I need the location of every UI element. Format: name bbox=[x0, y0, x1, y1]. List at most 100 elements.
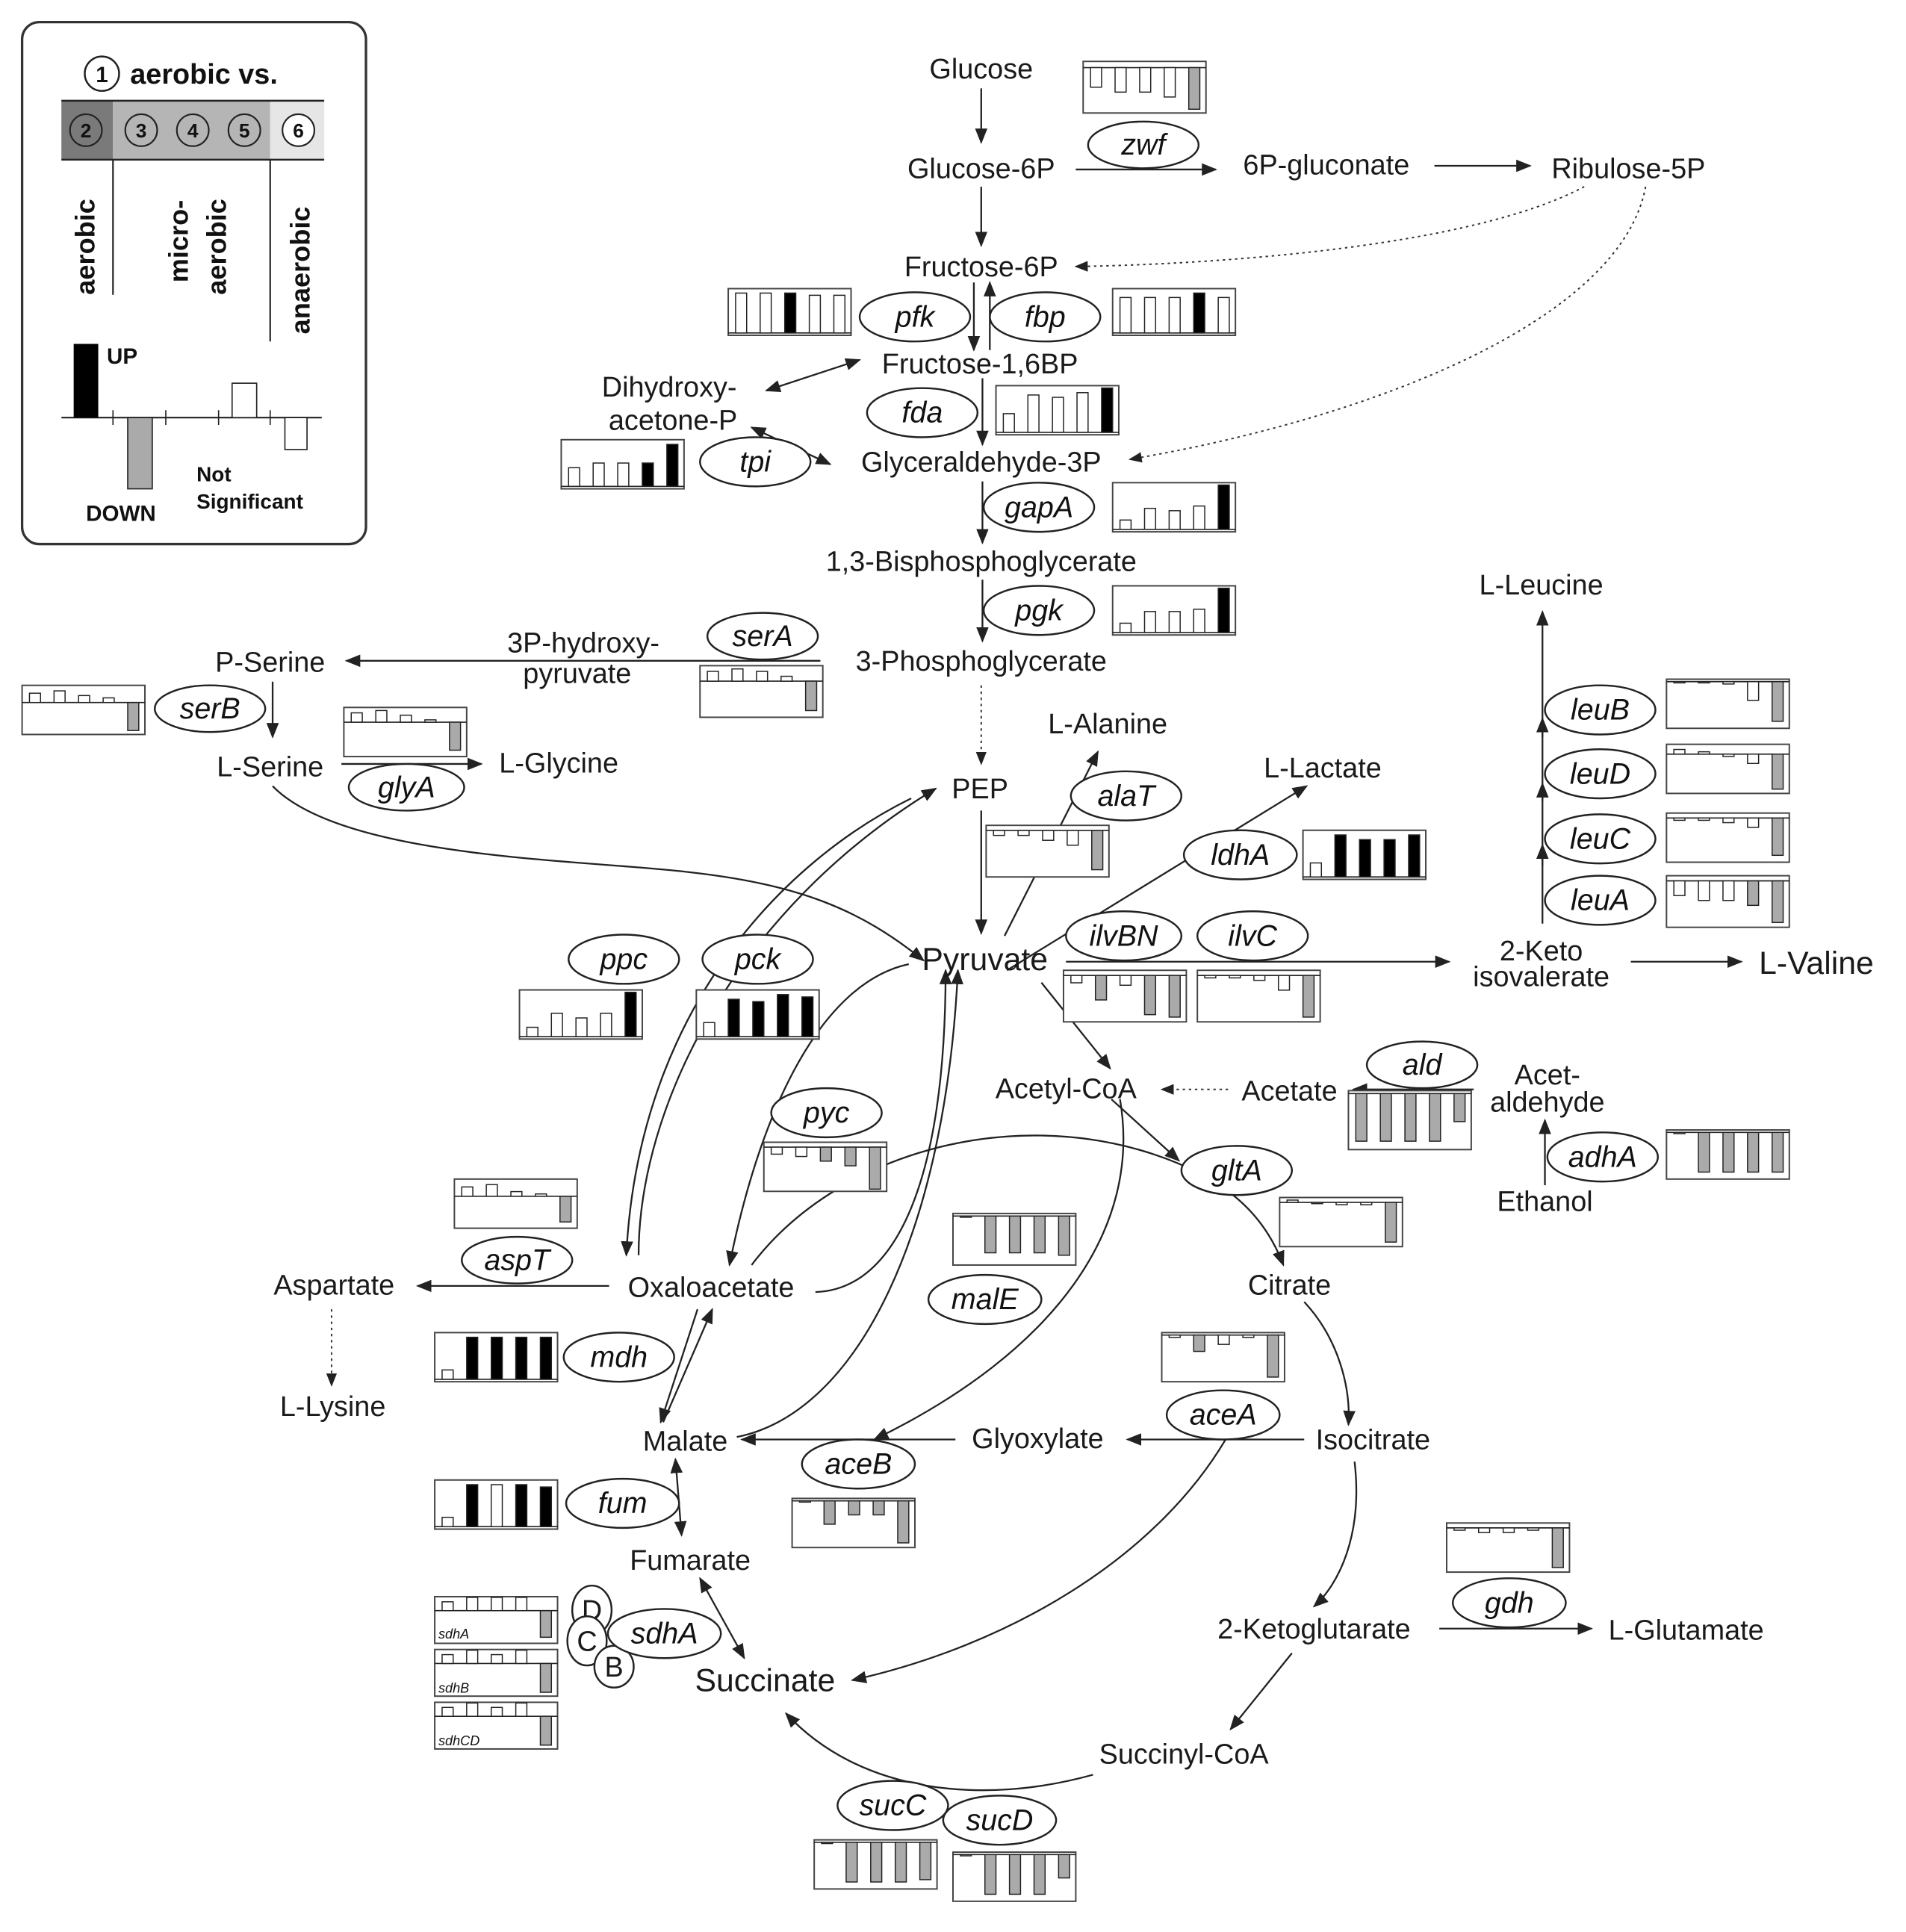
svg-text:leuD: leuD bbox=[1570, 757, 1630, 790]
alaT-bar-5 bbox=[1067, 830, 1079, 846]
sdhA-bar-6 bbox=[539, 1609, 553, 1639]
leuB-bar-3 bbox=[1698, 681, 1710, 684]
pgk-bar-5 bbox=[1193, 608, 1205, 633]
fbp-bar-2 bbox=[1119, 296, 1132, 334]
svg-text:zwf: zwf bbox=[1120, 128, 1168, 161]
fum-bar-3 bbox=[466, 1484, 479, 1527]
legend-num-6: 6 bbox=[293, 119, 304, 142]
met-l-serine: L-Serine bbox=[217, 751, 323, 783]
serA-bar-6 bbox=[804, 680, 818, 712]
gene-gapA: gapA bbox=[982, 482, 1096, 533]
svg-text:malE: malE bbox=[952, 1283, 1019, 1316]
glyA-bar-6 bbox=[449, 721, 462, 751]
legend-ns-2: Significant bbox=[196, 490, 303, 513]
ilvC-bar-2 bbox=[1204, 975, 1217, 979]
sucC-bar-2 bbox=[821, 1842, 834, 1845]
met-aspartate: Aspartate bbox=[273, 1270, 394, 1301]
gene-serA: serA bbox=[706, 612, 819, 661]
pfk-bar-2 bbox=[735, 292, 748, 334]
metabolites: Glucose Glucose-6P 6P-gluconate Ribulose… bbox=[215, 54, 1874, 1770]
sucD-bar-3 bbox=[984, 1854, 997, 1895]
ldhA-bar-5 bbox=[1383, 839, 1396, 878]
gene-tpi: tpi bbox=[699, 436, 812, 488]
legend-up: UP bbox=[107, 344, 137, 369]
svg-text:pfk: pfk bbox=[895, 300, 937, 333]
gdh-bar-3 bbox=[1477, 1527, 1491, 1533]
svg-text:aceB: aceB bbox=[825, 1448, 892, 1481]
leuC-bar-5 bbox=[1747, 817, 1760, 828]
gdh-bar-4 bbox=[1502, 1527, 1515, 1533]
pck-bar-5 bbox=[777, 994, 789, 1037]
svg-text:glyA: glyA bbox=[378, 771, 435, 804]
met-malate: Malate bbox=[643, 1426, 727, 1457]
leuA-bar-6 bbox=[1771, 880, 1784, 924]
met-l-alanine: L-Alanine bbox=[1048, 709, 1167, 740]
leuD-bar-3 bbox=[1698, 751, 1710, 755]
gene-fbp: fbp bbox=[989, 291, 1102, 343]
met-dhap-2: acetone-P bbox=[609, 406, 737, 437]
met-l-glycine: L-Glycine bbox=[499, 748, 618, 779]
sdhA-chart-label: sdhA bbox=[438, 1627, 469, 1641]
svg-text:leuA: leuA bbox=[1571, 884, 1630, 917]
gapA-bar-5 bbox=[1193, 505, 1205, 530]
sucC-bar-4 bbox=[870, 1842, 883, 1883]
gdh-expression-chart bbox=[1445, 1522, 1571, 1574]
legend-num-4: 4 bbox=[187, 119, 199, 142]
svg-text:fbp: fbp bbox=[1025, 300, 1066, 333]
mdh-bar-2 bbox=[441, 1369, 454, 1380]
fda-bar-6 bbox=[1101, 387, 1114, 433]
legend-down: DOWN bbox=[86, 501, 156, 526]
mdh-expression-chart bbox=[434, 1332, 559, 1383]
met-fructose-6p: Fructose-6P bbox=[904, 252, 1058, 283]
sucD-bar-5 bbox=[1033, 1854, 1046, 1895]
gene-serB: serB bbox=[153, 684, 267, 733]
expression-charts bbox=[21, 60, 1790, 1902]
met-ethanol: Ethanol bbox=[1497, 1187, 1592, 1218]
ppc-bar-4 bbox=[575, 1017, 588, 1037]
serB-bar-3 bbox=[53, 690, 66, 703]
met-3p-hydroxypyruvate-2: pyruvate bbox=[523, 658, 631, 689]
fbp-expression-chart bbox=[1111, 288, 1237, 336]
leuC-bar-4 bbox=[1722, 817, 1735, 824]
gene-sucD: sucD bbox=[942, 1795, 1058, 1846]
mdh-bar-6 bbox=[539, 1336, 553, 1380]
serA-expression-chart bbox=[699, 665, 824, 718]
ald-bar-4 bbox=[1404, 1093, 1417, 1142]
met-13-bisphosphoglycerate: 1,3-Bisphosphoglycerate bbox=[826, 547, 1137, 578]
sucD-expression-chart bbox=[952, 1851, 1077, 1902]
gene-gltA: gltA bbox=[1180, 1145, 1294, 1196]
svg-text:ilvBN: ilvBN bbox=[1089, 919, 1158, 952]
met-oxaloacetate: Oxaloacetate bbox=[628, 1273, 795, 1304]
pyc-bar-2 bbox=[770, 1146, 783, 1155]
sdhB-bar-6 bbox=[539, 1662, 553, 1693]
svg-text:B: B bbox=[605, 1652, 624, 1683]
pgk-bar-2 bbox=[1119, 622, 1132, 633]
leuB-chart-frame bbox=[1666, 678, 1790, 730]
sdhA-bar-2 bbox=[441, 1601, 454, 1612]
legend-ns-1: Not bbox=[196, 463, 232, 486]
legend-aerobic: aerobic bbox=[70, 199, 101, 295]
sucD-bar-4 bbox=[1008, 1854, 1022, 1895]
pyc-expression-chart bbox=[763, 1141, 888, 1193]
gene-sdhB: B bbox=[593, 1644, 635, 1689]
aceA-bar-2 bbox=[1168, 1334, 1181, 1338]
aceA-bar-4 bbox=[1217, 1334, 1230, 1345]
met-pep: PEP bbox=[952, 774, 1008, 805]
met-succinyl-coa: Succinyl-CoA bbox=[1099, 1739, 1270, 1771]
gene-ilvC: ilvC bbox=[1196, 910, 1309, 962]
gene-leuD: leuD bbox=[1544, 748, 1657, 800]
legend-num-3: 3 bbox=[136, 119, 147, 142]
mdh-bar-3 bbox=[466, 1336, 479, 1380]
leuD-bar-5 bbox=[1747, 754, 1760, 765]
serA-bar-2 bbox=[707, 671, 719, 682]
gapA-bar-2 bbox=[1119, 519, 1132, 530]
gdh-bar-2 bbox=[1453, 1527, 1466, 1531]
sdhCD-bar-6 bbox=[539, 1715, 553, 1746]
leuA-bar-3 bbox=[1698, 880, 1710, 901]
gltA-chart-frame bbox=[1279, 1196, 1403, 1248]
aceA-bar-3 bbox=[1193, 1334, 1205, 1352]
leuB-bar-5 bbox=[1747, 681, 1760, 701]
svg-text:gdh: gdh bbox=[1485, 1586, 1534, 1619]
sucC-bar-5 bbox=[894, 1842, 907, 1883]
